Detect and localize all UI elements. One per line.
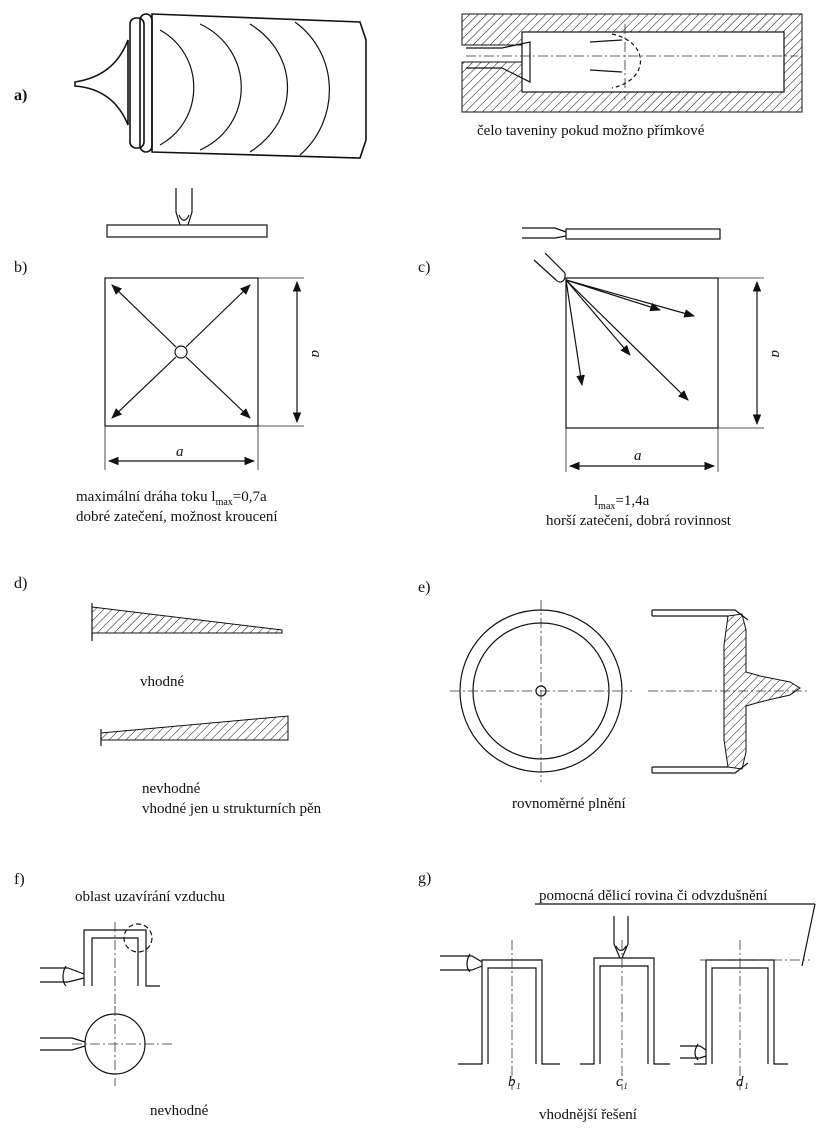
part-g-d1 (680, 940, 810, 1090)
dim-c-bottom: a (634, 448, 642, 464)
g-variant-c1: c₁ (616, 1074, 628, 1090)
plate-c-side-view (522, 227, 721, 240)
caption-f-bottom: nevhodné (150, 1103, 209, 1119)
caption-d-bad2: vhodné jen u strukturních pěn (142, 801, 322, 817)
cup-e-section (648, 609, 808, 774)
caption-g-bottom: vhodnější řešení (539, 1107, 637, 1123)
g-leader-pointer (801, 903, 816, 967)
label-d: d) (14, 575, 27, 592)
dim-b-bottom: a (176, 444, 184, 460)
caption-g-top: pomocná dělicí rovina či odvzdušnění (539, 888, 767, 904)
part-a-elongated-body (74, 13, 367, 159)
g-variant-b1: b₁ (508, 1074, 521, 1090)
wedge-d-bad (100, 715, 289, 746)
label-g: g) (418, 870, 431, 887)
plate-b-top-view (104, 277, 304, 470)
part-g-c1 (580, 916, 670, 1090)
mold-a-section (461, 13, 803, 113)
part-g-b1 (440, 940, 560, 1090)
label-a: a) (14, 87, 27, 104)
label-e: e) (418, 579, 430, 596)
caption-b-line2: dobré zatečení, možnost kroucení (76, 509, 278, 525)
g-variant-d1: d₁ (736, 1074, 749, 1090)
label-b: b) (14, 259, 27, 276)
part-f-side (40, 922, 160, 1010)
caption-c-line1: lmax=1,4a (594, 493, 650, 512)
plate-b-side-view (106, 188, 268, 238)
caption-d-bad1: nevhodné (142, 781, 201, 797)
label-c: c) (418, 259, 430, 276)
part-f-circle (40, 1006, 172, 1086)
caption-c-line2: horší zatečení, dobrá rovinnost (546, 513, 732, 529)
caption-e: rovnoměrné plnění (512, 796, 626, 812)
dim-b-side: a (308, 350, 324, 358)
cup-e-top-view (450, 600, 632, 782)
wedge-d-good (91, 603, 283, 641)
caption-b-line1: maximální dráha toku lmax=0,7a (76, 489, 267, 508)
caption-a-flow-front: čelo taveniny pokud možno přímkové (477, 123, 705, 139)
label-f: f) (14, 871, 25, 888)
dim-c-side: a (768, 350, 784, 358)
caption-f-top: oblast uzavírání vzduchu (75, 889, 225, 905)
plate-c-top-view (533, 252, 764, 472)
caption-d-good: vhodné (140, 674, 185, 690)
